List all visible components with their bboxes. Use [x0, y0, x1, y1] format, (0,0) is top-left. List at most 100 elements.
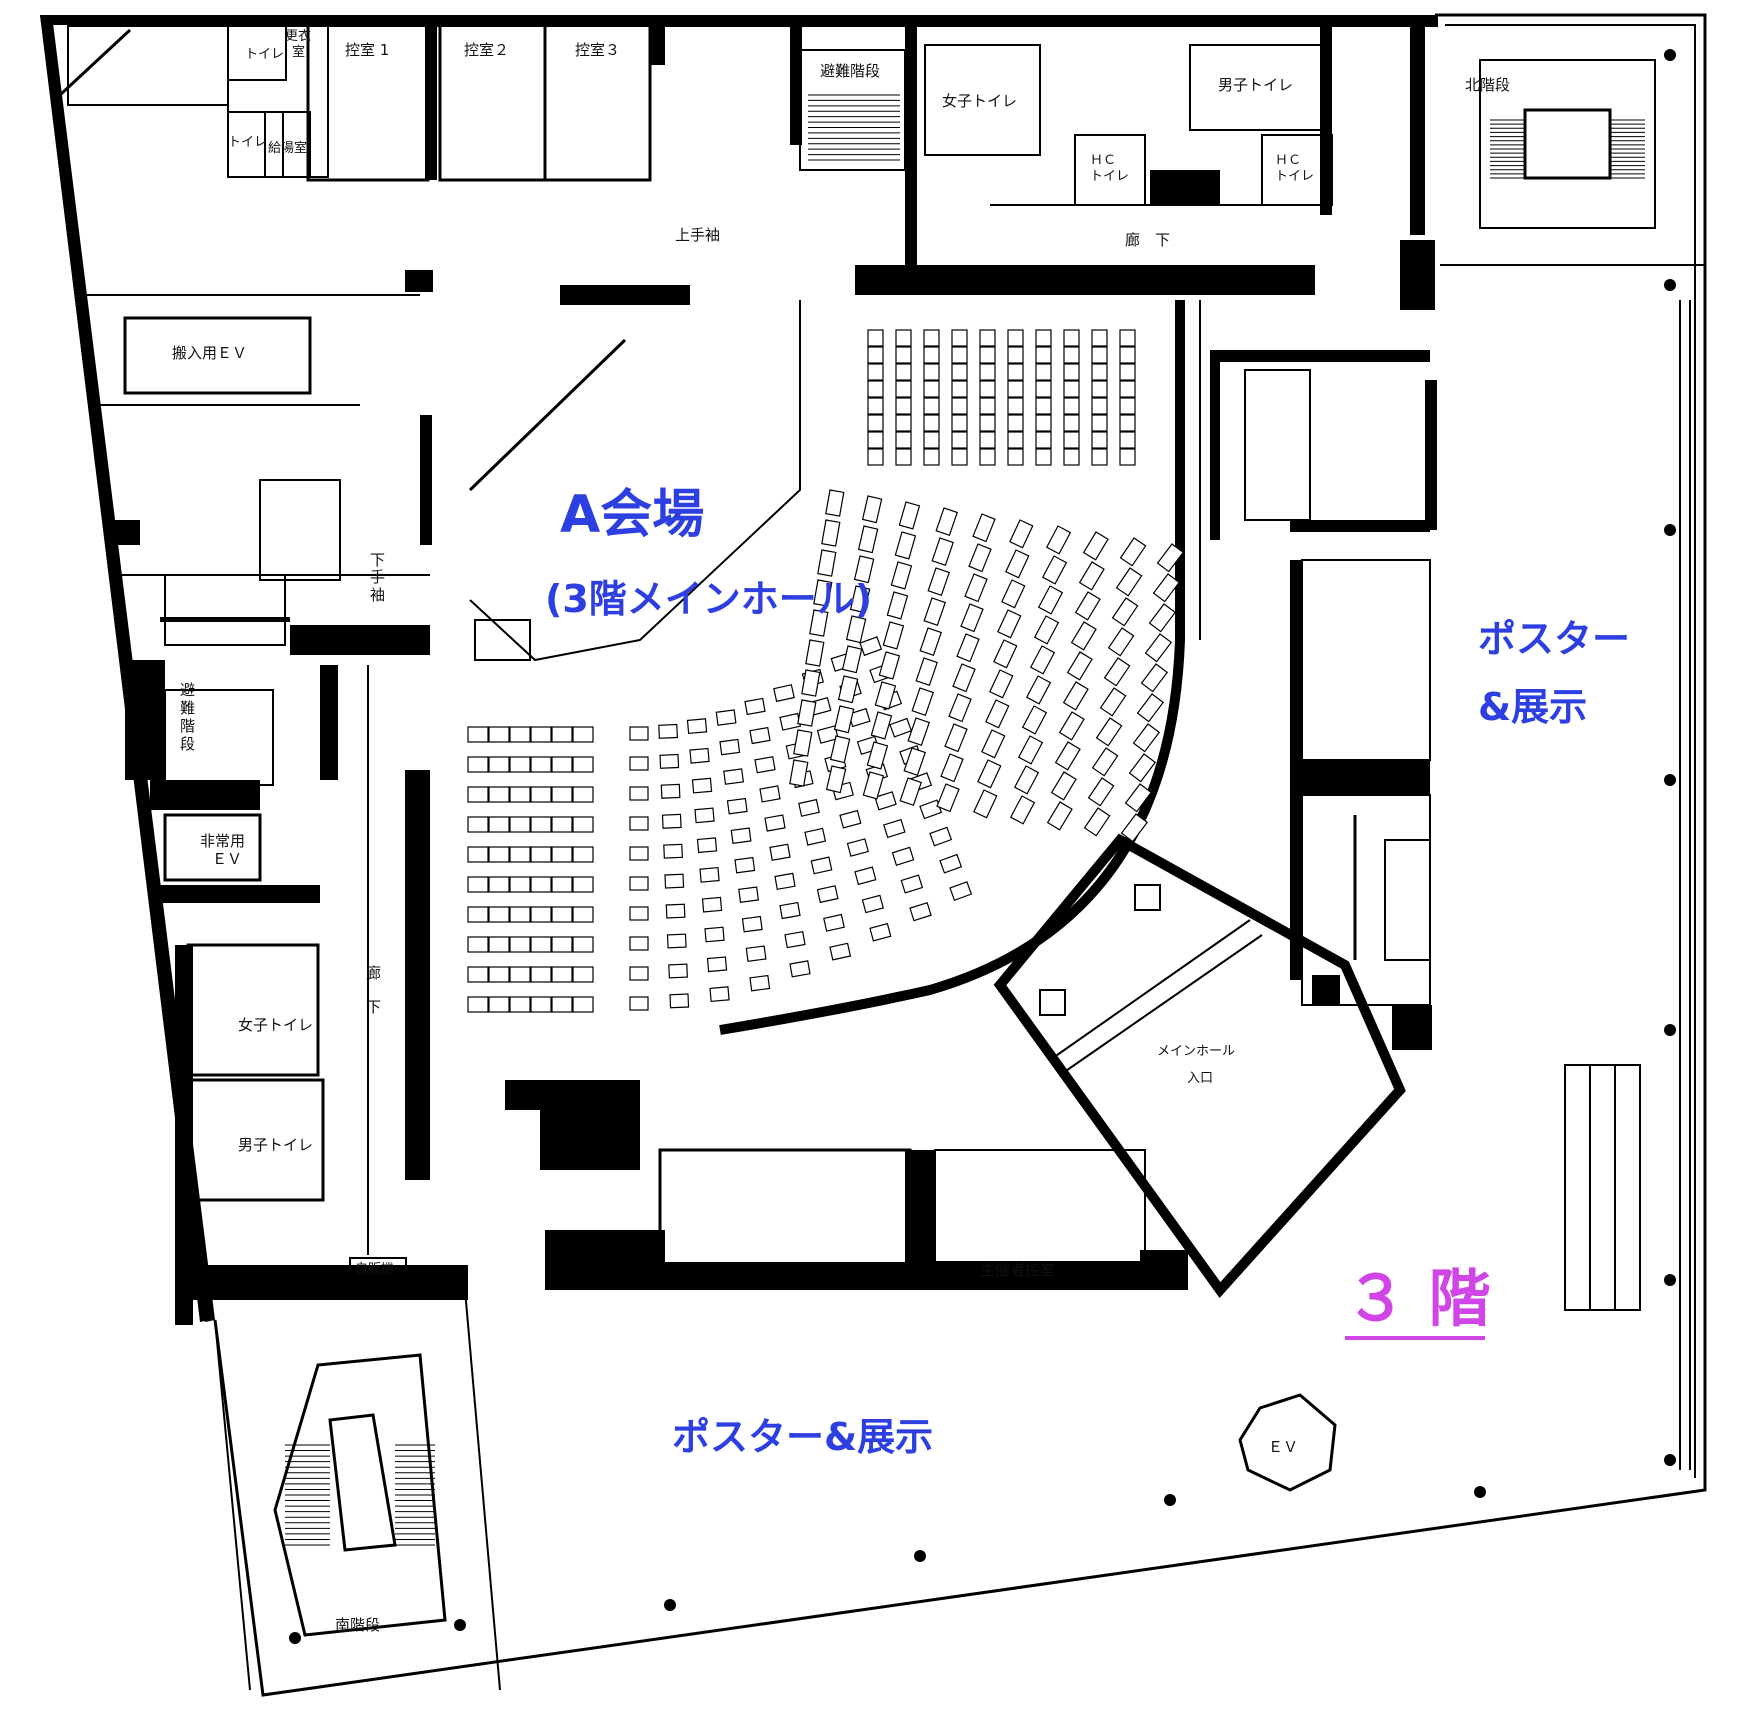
seat: [1007, 329, 1024, 347]
seat: [572, 996, 594, 1013]
seat: [809, 609, 829, 637]
column: [1164, 1494, 1176, 1506]
seat: [509, 816, 531, 833]
seat: [1099, 687, 1127, 717]
seat: [909, 902, 932, 922]
label-toilet-small-1: トイレ: [245, 47, 284, 62]
seat: [907, 717, 930, 747]
seat: [629, 996, 649, 1011]
seat: [867, 329, 884, 347]
label-emergency-elevator-2: ＥＶ: [212, 850, 242, 868]
seat: [944, 723, 968, 753]
seat: [833, 705, 855, 734]
seat: [886, 591, 909, 620]
seat: [551, 966, 573, 983]
seat: [1035, 363, 1052, 381]
seat: [1001, 579, 1026, 609]
seat: [551, 756, 573, 773]
seat: [1007, 448, 1024, 466]
seat: [1037, 585, 1064, 615]
column: [914, 1550, 926, 1562]
seat: [530, 726, 552, 743]
seat: [862, 771, 885, 800]
seat: [706, 956, 728, 973]
seat: [530, 786, 552, 803]
seat: [878, 651, 901, 680]
column: [1664, 524, 1676, 536]
seat: [719, 738, 741, 756]
seat: [467, 966, 489, 983]
seat: [936, 783, 960, 813]
seat: [923, 363, 940, 381]
seat: [816, 885, 839, 904]
seat: [923, 414, 940, 432]
seat: [964, 573, 988, 603]
seat: [530, 936, 552, 953]
seat: [572, 906, 594, 923]
seat: [1062, 681, 1089, 711]
seat: [867, 363, 884, 381]
seat: [861, 495, 883, 524]
label-waiting-room-3: 控室３: [575, 41, 620, 59]
seat: [551, 726, 573, 743]
main-hall: [468, 300, 1406, 1298]
seat: [927, 567, 950, 597]
seat: [895, 380, 912, 398]
seat: [764, 814, 786, 832]
seat: [696, 837, 718, 854]
seat: [813, 579, 833, 607]
seat: [1007, 397, 1024, 415]
seat: [629, 846, 649, 861]
seat: [960, 603, 984, 633]
west-service-block: [80, 294, 468, 1325]
seat: [874, 681, 897, 710]
seat: [952, 663, 976, 693]
seat: [903, 747, 926, 777]
seat: [1050, 771, 1077, 801]
seat: [1054, 741, 1081, 771]
seat: [911, 687, 934, 717]
seat: [810, 856, 833, 875]
seat: [530, 756, 552, 773]
seat: [1025, 675, 1052, 705]
label-stage-left-2: 手: [370, 568, 385, 586]
seat: [895, 329, 912, 347]
seat: [951, 363, 968, 381]
seat: [467, 726, 489, 743]
east-core: [1210, 350, 1437, 1050]
seat: [915, 657, 938, 687]
seat: [551, 816, 573, 833]
seat: [870, 711, 893, 740]
seat: [973, 789, 998, 819]
seat: [488, 846, 510, 863]
seat: [1148, 603, 1177, 633]
seat: [572, 966, 594, 983]
seat: [923, 597, 946, 627]
seat: [1007, 363, 1024, 381]
seat: [530, 846, 552, 863]
seat: [1063, 414, 1080, 432]
seat: [509, 906, 531, 923]
label-vending-machine: 自販機: [355, 1262, 394, 1277]
seat: [825, 765, 847, 794]
seat: [829, 735, 851, 764]
elevator-shaft: [1238, 1393, 1337, 1492]
seat: [1120, 813, 1149, 843]
seat: [929, 826, 953, 847]
seat: [951, 397, 968, 415]
seat: [935, 507, 958, 537]
label-entrance-1: メインホール: [1157, 1044, 1235, 1059]
seat: [867, 448, 884, 466]
column: [454, 1619, 466, 1631]
seat: [889, 717, 913, 738]
label-waiting-room-1: 控室 1: [345, 41, 389, 59]
seat: [1082, 531, 1109, 561]
seat: [979, 397, 996, 415]
seat: [1107, 627, 1135, 657]
seat: [895, 397, 912, 415]
label-stage-right-wing: 上手袖: [675, 226, 720, 244]
seat: [668, 963, 688, 979]
seat: [816, 725, 839, 744]
seat: [882, 621, 905, 650]
seat: [1091, 329, 1108, 347]
